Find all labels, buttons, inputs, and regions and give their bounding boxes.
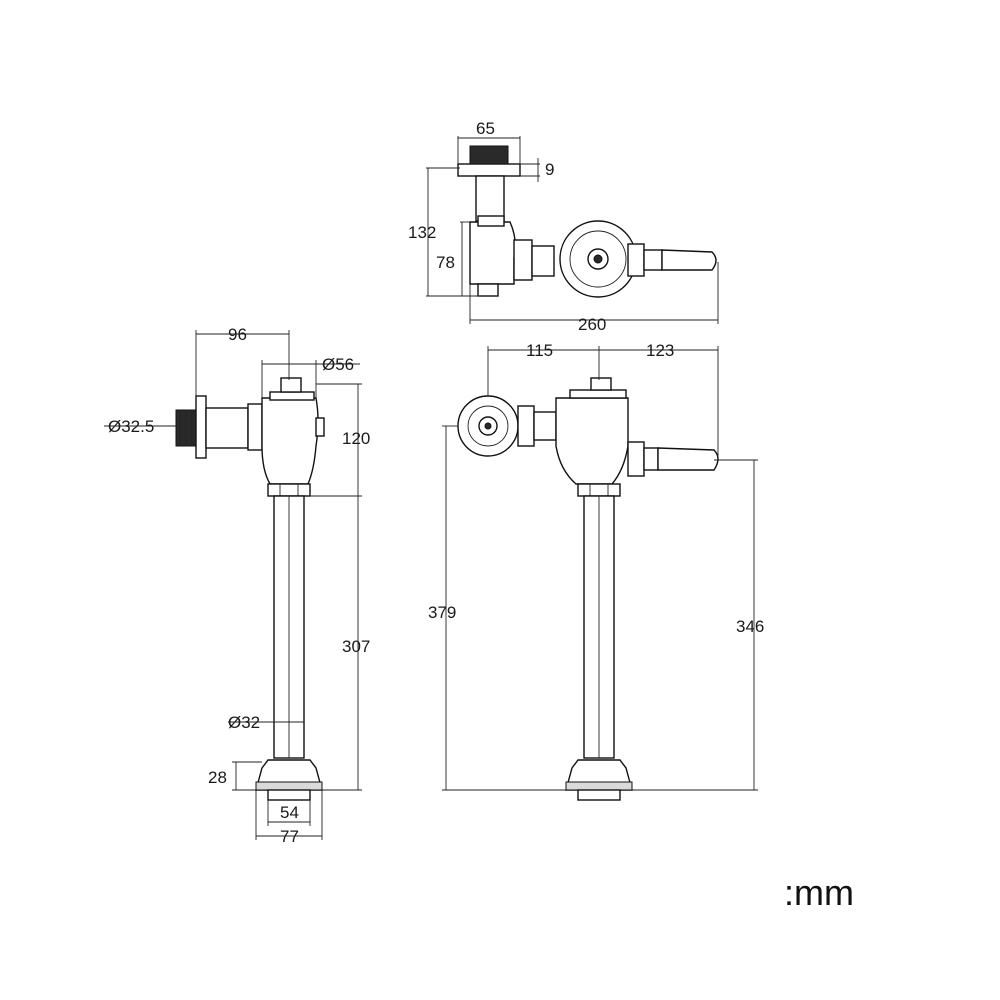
side-body <box>261 397 319 485</box>
side-flange <box>195 395 207 459</box>
dim-54: 54 <box>280 803 299 822</box>
dim-d32-5: Ø32.5 <box>108 417 154 436</box>
dim-9: 9 <box>545 160 554 179</box>
front-view: 115 123 379 346 <box>428 341 764 801</box>
dim-115: 115 <box>526 341 553 360</box>
dim-78: 78 <box>436 253 455 272</box>
dim-d32: Ø32 <box>228 713 260 732</box>
top-body <box>469 221 517 285</box>
dim-123: 123 <box>646 341 674 360</box>
dim-120: 120 <box>342 429 370 448</box>
dim-346: 346 <box>736 617 764 636</box>
side-nut <box>267 483 311 497</box>
top-handle <box>661 249 717 271</box>
dim-77: 77 <box>280 827 299 846</box>
dim-65: 65 <box>476 119 495 138</box>
dim-132: 132 <box>408 223 436 242</box>
dim-d56: Ø56 <box>322 355 354 374</box>
dim-260: 260 <box>578 315 606 334</box>
dim-96: 96 <box>228 325 247 344</box>
dim-379: 379 <box>428 603 456 622</box>
front-body <box>555 397 629 485</box>
dim-307: 307 <box>342 637 370 656</box>
side-view: 96 Ø56 Ø32.5 120 307 Ø32 28 54 77 <box>104 325 370 846</box>
front-handle <box>657 447 719 471</box>
dim-28: 28 <box>208 768 227 787</box>
top-riser <box>475 175 505 222</box>
unit-label: :mm <box>784 872 854 913</box>
top-view: 65 9 132 78 260 <box>408 119 719 334</box>
top-flange <box>457 163 521 177</box>
